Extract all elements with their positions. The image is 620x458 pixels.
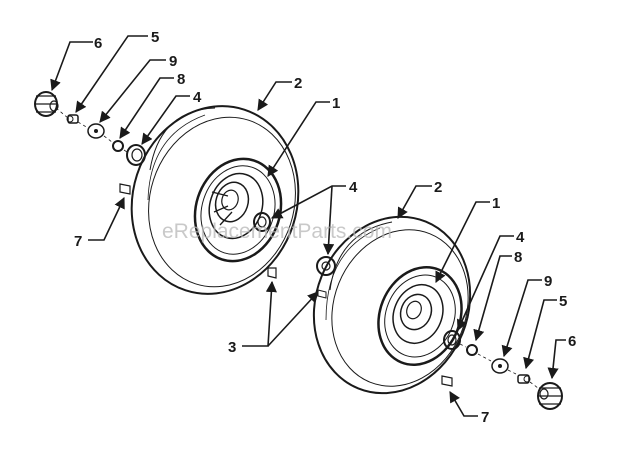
callout-6-right: 6 [568,333,576,350]
callout-4-right: 4 [516,229,525,246]
callout-labels: 6 5 9 8 4 2 1 4 7 2 1 4 8 9 5 6 3 7 [74,29,576,426]
callout-6-left: 6 [94,35,102,52]
callout-5-left: 5 [151,29,159,46]
callout-4-middle: 4 [349,179,358,196]
callout-2-right: 2 [434,179,442,196]
callout-9-right: 9 [544,273,552,290]
callout-2-left: 2 [294,75,302,92]
watermark-text: eReplacementParts.com [162,220,392,243]
callout-1-right: 1 [492,195,500,212]
callout-4-left: 4 [193,89,202,106]
callout-7-right: 7 [481,409,489,426]
left-wheel [130,105,300,295]
right-hub-parts [459,343,563,410]
callout-8-left: 8 [177,71,185,88]
callout-7-left: 7 [74,233,82,250]
callout-3: 3 [228,339,236,356]
leader-lines [50,35,566,417]
callout-9-left: 9 [169,53,177,70]
left-hub-parts [34,91,146,195]
callout-1-left: 1 [332,95,340,112]
callout-5-right: 5 [559,293,567,310]
callout-8-right: 8 [514,249,522,266]
